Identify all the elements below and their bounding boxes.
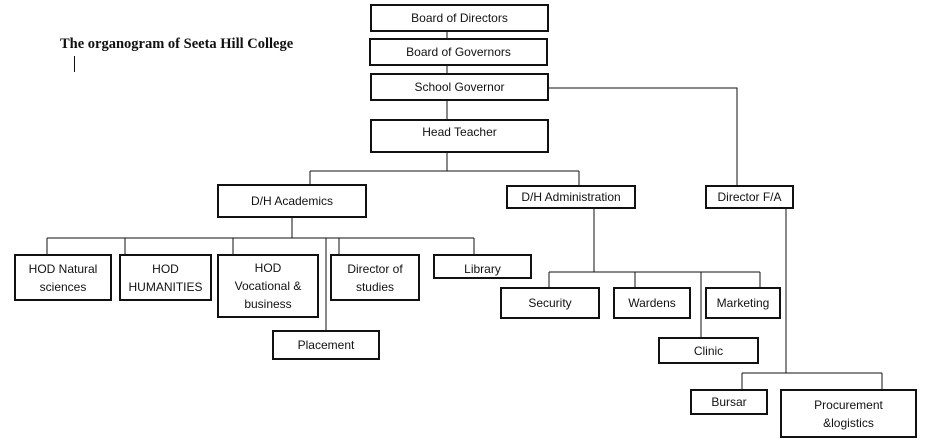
node-marketing: Marketing <box>705 287 781 319</box>
node-hod-natural-sciences: HOD Natural sciences <box>14 254 112 301</box>
node-hod-humanities: HOD HUMANITIES <box>119 254 212 301</box>
node-board-of-governors: Board of Governors <box>369 38 548 66</box>
node-director-fa: Director F/A <box>705 185 794 209</box>
node-dh-administration: D/H Administration <box>506 185 636 209</box>
node-clinic: Clinic <box>658 337 759 364</box>
node-dh-academics: D/H Academics <box>217 184 367 218</box>
text-cursor <box>74 56 75 72</box>
node-director-of-studies: Director of studies <box>330 254 420 301</box>
node-placement: Placement <box>272 330 380 360</box>
node-security: Security <box>500 287 600 319</box>
node-school-governor: School Governor <box>370 73 549 101</box>
node-library: Library <box>433 254 532 279</box>
node-bursar: Bursar <box>690 389 768 415</box>
node-board-of-directors: Board of Directors <box>370 4 549 32</box>
node-head-teacher: Head Teacher <box>370 119 549 153</box>
page-title: The organogram of Seeta Hill College <box>60 36 294 52</box>
node-procurement-logistics: Procurement &logistics <box>780 389 917 438</box>
node-hod-vocational-business: HOD Vocational & business <box>217 254 319 318</box>
node-wardens: Wardens <box>613 287 691 319</box>
